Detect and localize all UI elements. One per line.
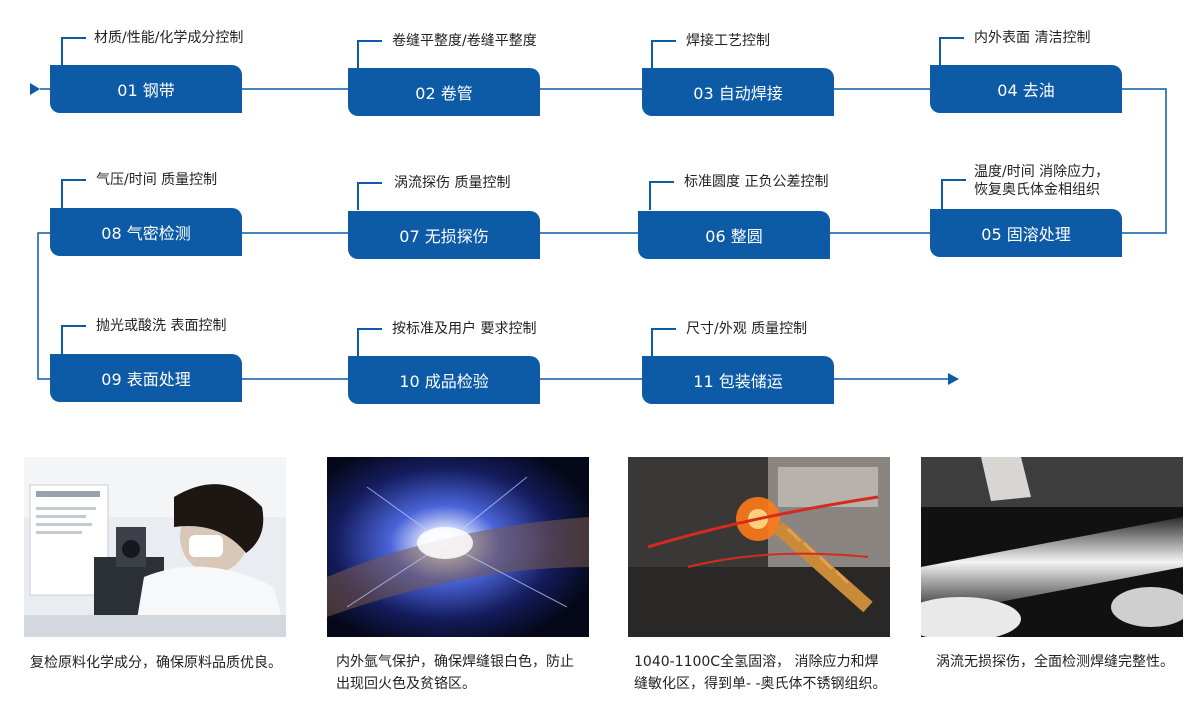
step-09-note: 抛光或酸洗 表面控制 — [96, 318, 227, 334]
step-label: 09 表面处理 — [101, 370, 191, 389]
step-05: 05 固溶处理 — [930, 209, 1122, 257]
step-05-note-line-2: 恢复奥氏体金相组织 — [974, 182, 1100, 198]
step-06: 06 整圆 — [638, 211, 830, 259]
caption-line: 出现回火色及贫铬区。 — [336, 676, 476, 692]
eddy-current-testing-photo — [921, 457, 1183, 637]
step-07-note: 涡流探伤 质量控制 — [394, 175, 511, 191]
step-label: 06 整圆 — [705, 227, 763, 246]
caption-line: 1040-1100C全氢固溶， 消除应力和焊 — [634, 654, 879, 670]
step-10: 10 成品检验 — [348, 356, 540, 404]
photo-4-caption: 涡流无损探伤，全面检测焊缝完整性。 — [936, 651, 1174, 673]
step-01: 01 钢带 — [50, 65, 242, 113]
step-label: 04 去油 — [997, 81, 1055, 100]
step-label: 10 成品检验 — [399, 372, 489, 391]
end-arrow-icon — [948, 373, 959, 385]
step-08-note: 气压/时间 质量控制 — [96, 172, 218, 188]
caption-line: 缝敏化区，得到单- -奥氏体不锈钢组织。 — [634, 676, 887, 692]
step-04: 04 去油 — [930, 65, 1122, 113]
step-01-note: 材质/性能/化学成分控制 — [94, 30, 244, 46]
step-02-note: 卷缝平整度/卷缝平整度 — [392, 33, 537, 49]
step-05-note-line-1: 温度/时间 消除应力， — [974, 164, 1110, 180]
process-flow-lines — [30, 37, 1167, 385]
step-07: 07 无损探伤 — [348, 211, 540, 259]
step-label: 02 卷管 — [415, 84, 473, 103]
step-03: 03 自动焊接 — [642, 68, 834, 116]
step-label: 05 固溶处理 — [981, 225, 1071, 244]
step-06-note: 标准圆度 正负公差控制 — [684, 174, 829, 190]
lab-inspection-photo — [24, 457, 286, 637]
step-10-note: 按标准及用户 要求控制 — [392, 321, 537, 337]
step-05-note: 温度/时间 消除应力， 恢复奥氏体金相组织 — [974, 163, 1109, 199]
step-label: 07 无损探伤 — [399, 227, 489, 246]
start-arrow-icon — [30, 83, 40, 95]
step-03-note: 焊接工艺控制 — [686, 33, 770, 49]
step-09: 09 表面处理 — [50, 354, 242, 402]
step-08: 08 气密检测 — [50, 208, 242, 256]
photo-3-caption: 1040-1100C全氢固溶， 消除应力和焊 缝敏化区，得到单- -奥氏体不锈钢… — [634, 651, 887, 695]
step-02: 02 卷管 — [348, 68, 540, 116]
step-11-note: 尺寸/外观 质量控制 — [686, 321, 808, 337]
caption-line: 复检原料化学成分，确保原料品质优良。 — [30, 655, 282, 671]
induction-annealing-photo — [628, 457, 890, 637]
step-label: 08 气密检测 — [101, 224, 191, 243]
step-label: 11 包装储运 — [693, 372, 783, 391]
step-label: 03 自动焊接 — [693, 84, 783, 103]
photo-2-caption: 内外氩气保护，确保焊缝银白色，防止 出现回火色及贫铬区。 — [336, 651, 574, 695]
step-11: 11 包装储运 — [642, 356, 834, 404]
caption-line: 涡流无损探伤，全面检测焊缝完整性。 — [936, 654, 1174, 670]
step-04-note: 内外表面 清洁控制 — [974, 30, 1091, 46]
step-label: 01 钢带 — [117, 81, 175, 100]
caption-line: 内外氩气保护，确保焊缝银白色，防止 — [336, 654, 574, 670]
photo-1-caption: 复检原料化学成分，确保原料品质优良。 — [30, 652, 282, 674]
argon-welding-photo — [327, 457, 589, 637]
